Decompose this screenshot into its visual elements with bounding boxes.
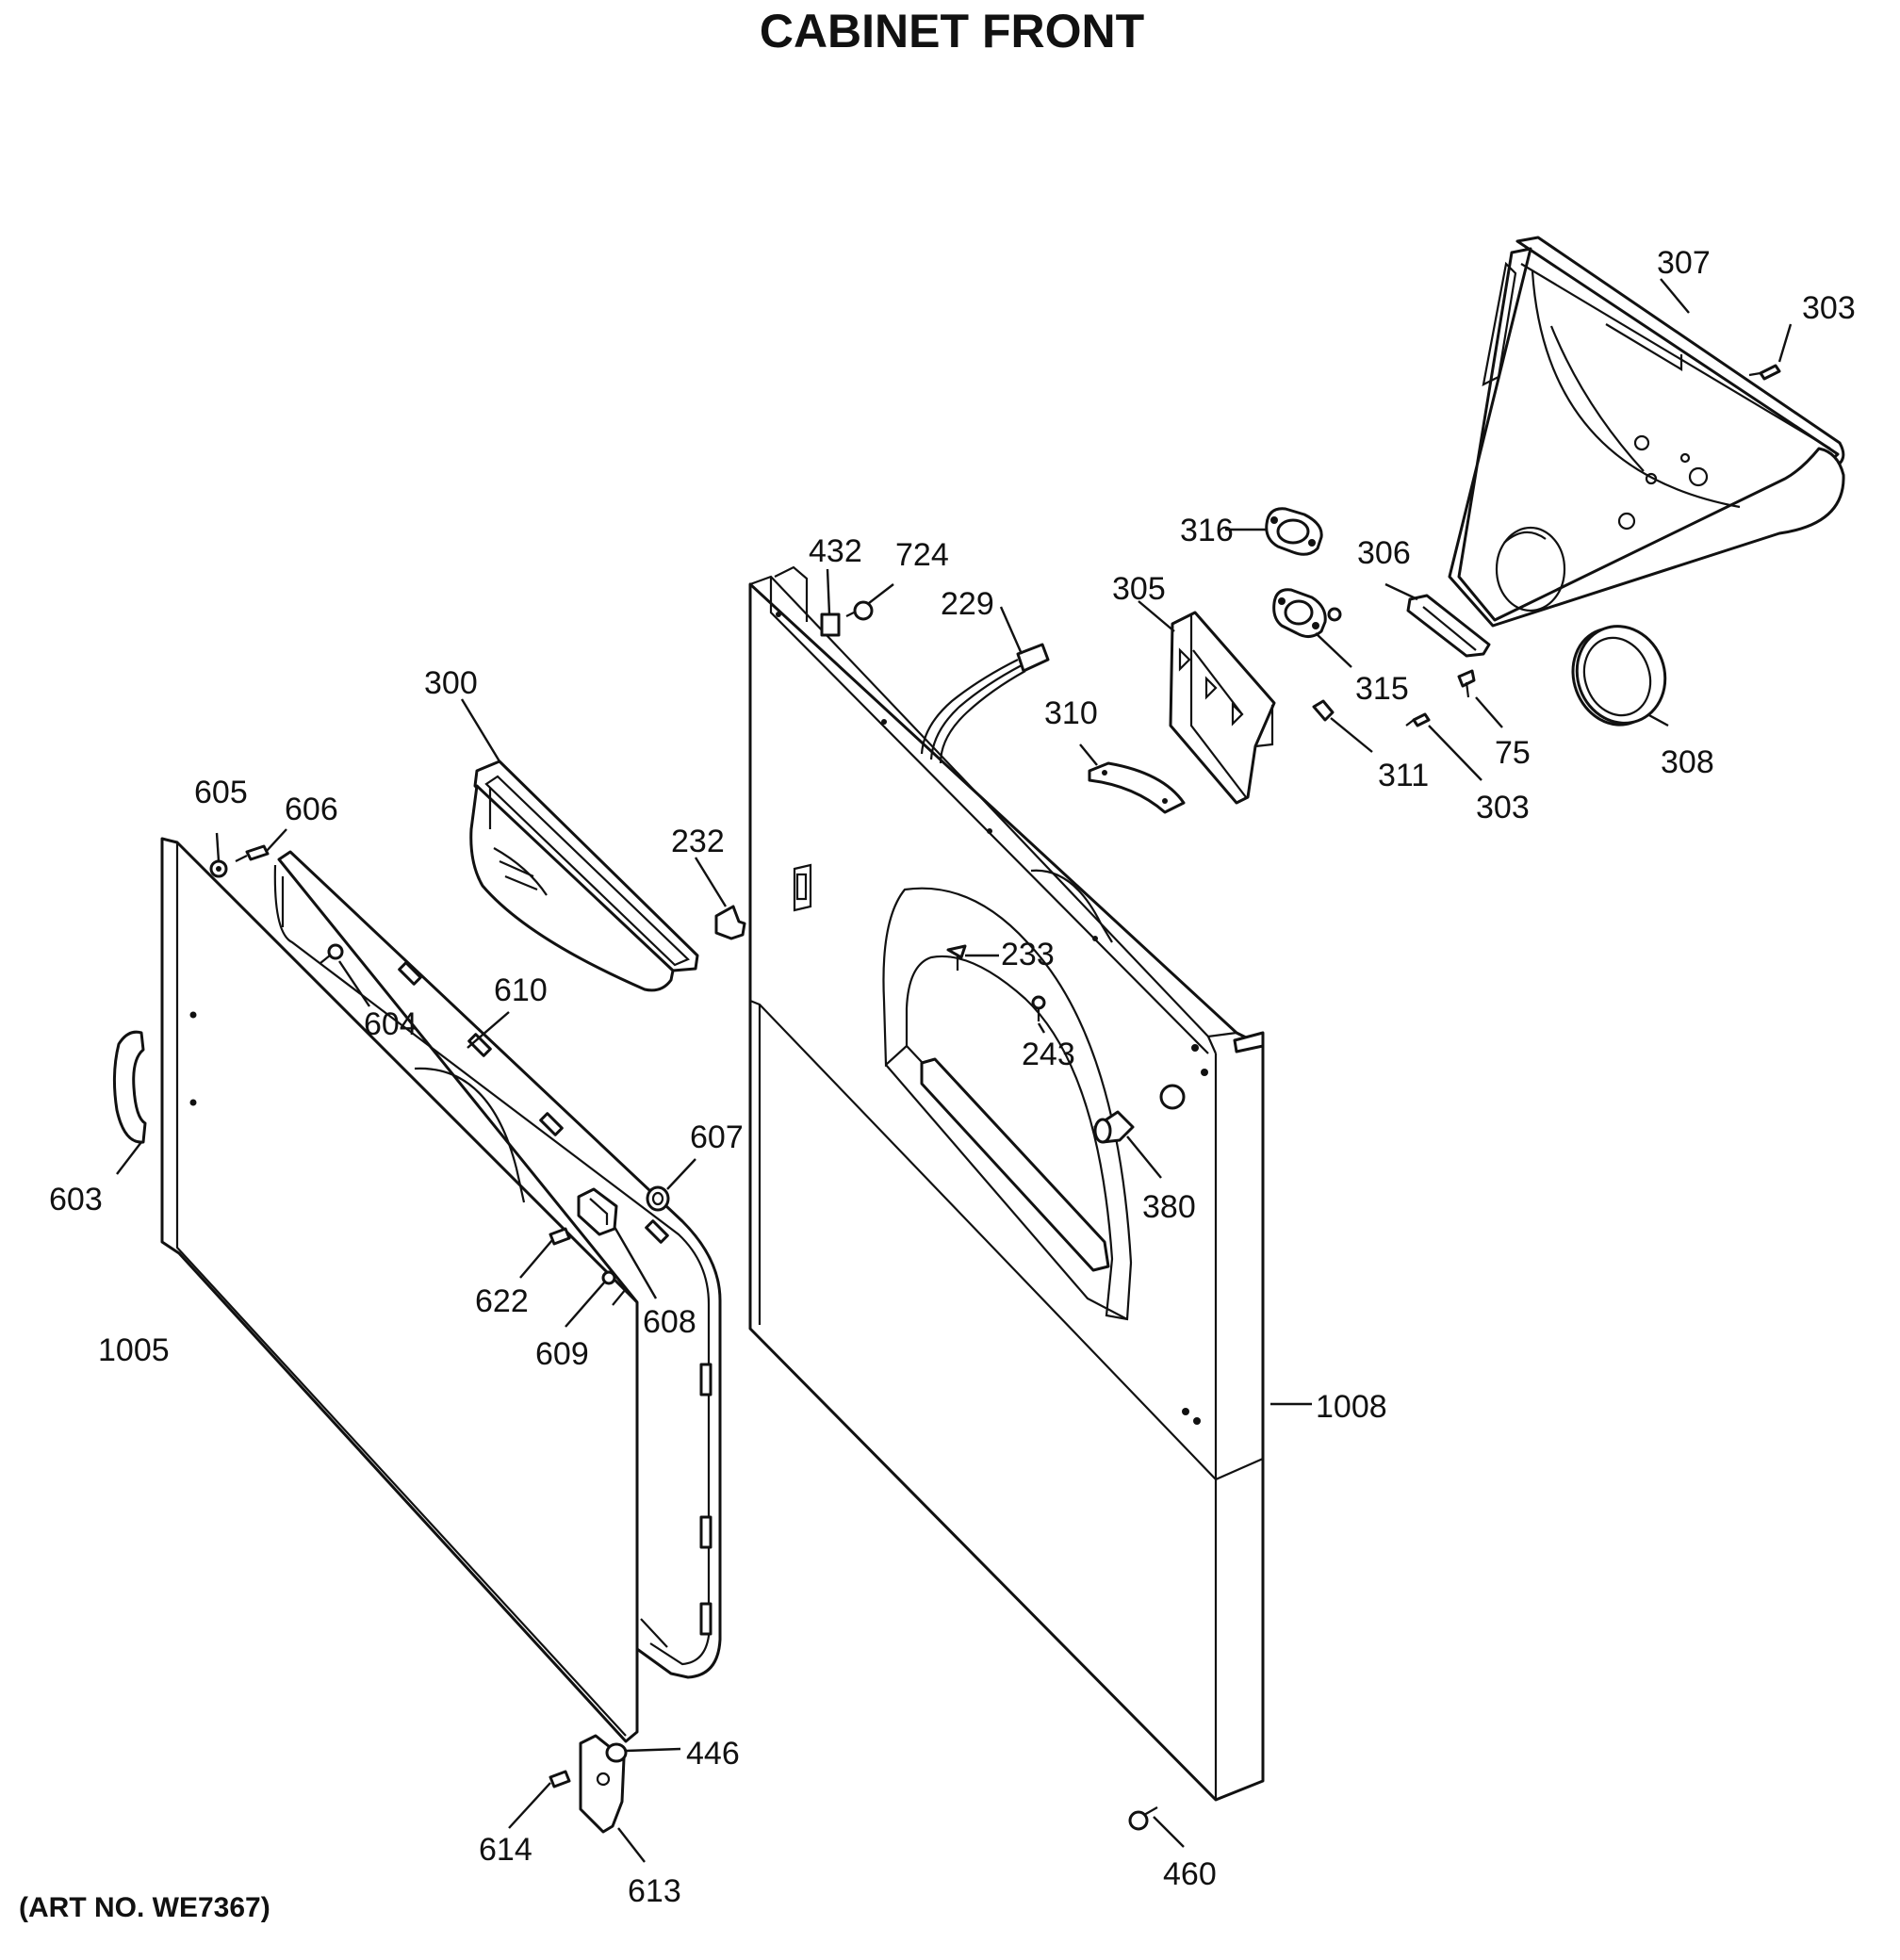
- door-inner-panel: [273, 850, 722, 1679]
- callout-380: 380: [1142, 1189, 1196, 1225]
- switch-bracket: [1169, 611, 1276, 805]
- bracket-306: [1406, 594, 1491, 658]
- screw-605: [209, 859, 228, 878]
- callout-243: 243: [1022, 1037, 1075, 1072]
- bumper-607: [646, 1185, 670, 1212]
- callout-610: 610: [494, 972, 548, 1008]
- callout-604: 604: [364, 1006, 418, 1042]
- screw-460: [1128, 1806, 1158, 1831]
- callout-446: 446: [686, 1736, 740, 1772]
- callout-232: 232: [671, 824, 725, 859]
- callout-609: 609: [535, 1336, 589, 1372]
- callout-306: 306: [1357, 535, 1411, 571]
- callout-724: 724: [895, 537, 949, 573]
- thermostat-315: [1272, 588, 1327, 638]
- screw-724: [845, 600, 874, 621]
- thermostat-316: [1265, 507, 1323, 556]
- top-trim-frame: [1448, 236, 1845, 628]
- screw-243: [1031, 995, 1046, 1021]
- lint-filter: [469, 760, 699, 992]
- switch-actuator-232: [714, 905, 746, 940]
- callout-303-top: 303: [1802, 290, 1856, 326]
- screw-604: [319, 943, 344, 964]
- screw-606: [235, 844, 270, 862]
- callout-614: 614: [479, 1832, 532, 1868]
- screw-315: [1327, 607, 1342, 622]
- callout-305: 305: [1112, 571, 1166, 607]
- callout-460: 460: [1163, 1856, 1217, 1892]
- callout-311: 311: [1378, 758, 1429, 793]
- callout-303-lower: 303: [1476, 790, 1530, 825]
- wire-harness-229: [920, 643, 1050, 764]
- screw-303-lower: [1405, 712, 1431, 727]
- door-handle-603: [112, 1030, 147, 1144]
- screw-233: [946, 944, 967, 971]
- clip-432: [820, 612, 841, 637]
- diagram-title: CABINET FRONT: [760, 5, 1144, 57]
- callout-307: 307: [1657, 245, 1711, 281]
- callout-622: 622: [475, 1283, 529, 1319]
- bumper-446: [605, 1742, 628, 1763]
- callout-229: 229: [941, 586, 994, 622]
- screw-303-top: [1748, 364, 1781, 381]
- art-number: (ART NO. WE7367): [19, 1892, 270, 1923]
- callout-608: 608: [643, 1304, 696, 1340]
- front-panel: [748, 565, 1265, 1802]
- callout-613: 613: [628, 1873, 681, 1909]
- callout-labels: 307 303 316 306 432 724 229 305 315 310 …: [49, 245, 1856, 1909]
- shield-strip: [1088, 761, 1186, 814]
- callout-603: 603: [49, 1182, 103, 1217]
- drum-light-380: [1093, 1110, 1135, 1144]
- callout-308: 308: [1661, 744, 1714, 780]
- leader-lines: [116, 278, 1793, 1863]
- door-outer-panel: [160, 837, 639, 1743]
- callout-315: 315: [1355, 671, 1409, 707]
- callout-75: 75: [1495, 735, 1531, 771]
- duct-seal-ring: [1571, 625, 1667, 727]
- screw-609: [601, 1270, 616, 1285]
- callout-310: 310: [1044, 695, 1098, 731]
- callout-316: 316: [1180, 513, 1234, 548]
- callout-432: 432: [809, 533, 862, 569]
- callout-607: 607: [690, 1119, 744, 1155]
- retainer-clip: [1312, 699, 1335, 722]
- callout-1005: 1005: [98, 1332, 170, 1368]
- callout-300: 300: [424, 665, 478, 701]
- callout-606: 606: [285, 792, 338, 827]
- callout-605: 605: [194, 775, 248, 810]
- screw-614: [549, 1770, 571, 1788]
- screw-75: [1457, 669, 1476, 698]
- callout-1008: 1008: [1316, 1389, 1387, 1425]
- callout-233: 233: [1001, 937, 1055, 972]
